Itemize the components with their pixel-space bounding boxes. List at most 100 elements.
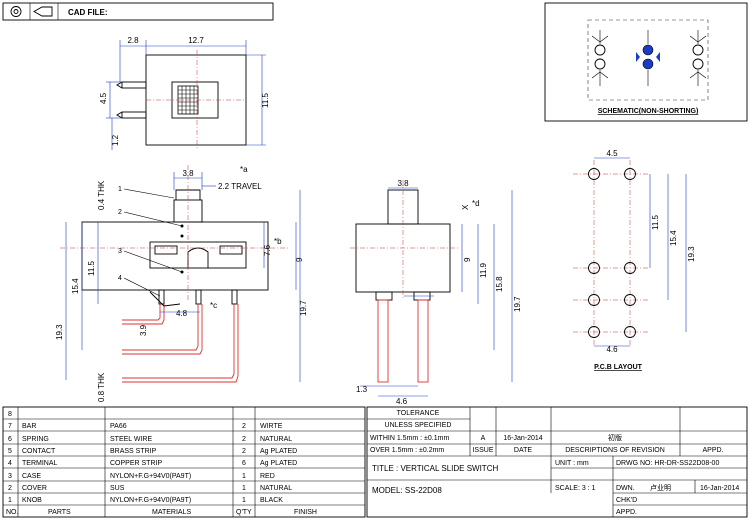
svg-text:NO.: NO.	[6, 509, 19, 516]
dim-top-11-5: 11.5	[261, 92, 270, 108]
dim-pcb-4-5: 4.5	[606, 149, 618, 158]
dim-side-19-7: 19.7	[513, 296, 522, 312]
front-view: 1 2 3 4 3.8 2.2 TRAVEL *a 0.4 THK 7.6 *b…	[55, 165, 308, 402]
svg-text:Q'TY: Q'TY	[236, 509, 252, 516]
date-label: DATE	[514, 447, 532, 454]
dim-front-11-5: 11.5	[87, 260, 96, 276]
svg-text:1: 1	[242, 485, 246, 492]
note-c: *c	[210, 301, 217, 310]
contact-open-icon	[594, 44, 606, 56]
callout-1: 1	[118, 186, 122, 193]
svg-text:Ag PLATED: Ag PLATED	[260, 448, 297, 455]
svg-text:BAR: BAR	[22, 423, 36, 430]
dim-top-1-2: 1.2	[111, 134, 120, 146]
svg-text:1: 1	[8, 497, 12, 504]
svg-text:2: 2	[242, 423, 246, 430]
pcb-label: P.C.B LAYOUT	[594, 364, 643, 371]
dim-side-9: 9	[463, 257, 472, 262]
dim-pcb-4-6: 4.6	[606, 345, 618, 354]
dim-pcb-19-3: 19.3	[687, 246, 696, 262]
svg-text:NYLON+F.G+94V0(PA9T): NYLON+F.G+94V0(PA9T)	[110, 497, 191, 504]
svg-text:NATURAL: NATURAL	[260, 485, 292, 492]
dim-front-19-7: 19.7	[299, 300, 308, 316]
svg-text:2: 2	[242, 448, 246, 455]
cad-header: CAD FILE:	[2, 2, 274, 21]
dwn-label: DWN.	[616, 485, 635, 492]
side-view: 3.8 X *d 9 11.9 15.8 19.7 1.3 4.6	[350, 179, 522, 406]
schematic-panel: SCHEMATIC(NON-SHORTING)	[544, 2, 748, 122]
svg-text:3: 3	[8, 473, 12, 480]
bom-header: NO. PARTS MATERIALS Q'TY FINISH	[6, 509, 317, 516]
tolerance-over: OVER 1.5mm : ±0.2mm	[370, 447, 444, 454]
svg-text:KNOB: KNOB	[22, 497, 42, 504]
svg-text:CASE: CASE	[22, 473, 41, 480]
dim-side-x: X	[461, 204, 470, 210]
svg-text:COVER: COVER	[22, 485, 47, 492]
unless-specified: UNLESS SPECIFIED	[385, 422, 452, 429]
svg-text:RED: RED	[260, 473, 275, 480]
model-label: MODEL: SS-22D08	[372, 486, 442, 495]
cad-file-label: CAD FILE:	[68, 8, 108, 17]
drawing-title: TITLE : VERTICAL SLIDE SWITCH	[372, 464, 498, 473]
svg-text:1: 1	[242, 497, 246, 504]
schematic-label: SCHEMATIC(NON-SHORTING)	[598, 108, 699, 115]
note-a: *a	[240, 165, 248, 174]
svg-text:NATURAL: NATURAL	[260, 436, 292, 443]
unit-label: UNIT : mm	[555, 460, 589, 467]
dim-top-12-7: 12.7	[188, 36, 204, 45]
title-block: TOLERANCE UNLESS SPECIFIED WITHIN 1.5mm …	[366, 406, 748, 518]
svg-text:Ag PLATED: Ag PLATED	[260, 460, 297, 467]
callout-3: 3	[118, 248, 122, 255]
tolerance-within: WITHIN 1.5mm : ±0.1mm	[370, 435, 449, 442]
bom-row: 5 CONTACT BRASS STRIP 2 Ag PLATED	[8, 448, 297, 455]
bom-row: 3 CASE NYLON+F.G+94V0(PA9T) 1 RED	[8, 473, 275, 480]
rev-letter: A	[481, 435, 486, 442]
dim-front-3-9: 3.9	[139, 324, 148, 336]
bom-table: 8 7 BAR PA66 2 WIRTE 6 SPRING STEEL WIRE…	[2, 406, 366, 518]
dim-pcb-11-5: 11.5	[651, 214, 660, 230]
dim-front-7-6: 7.6	[263, 244, 272, 256]
note-d: *d	[472, 199, 480, 208]
svg-text:WIRTE: WIRTE	[260, 423, 283, 430]
drawing-number: DRWG NO: HR-DR-SS22D08-00	[616, 460, 719, 467]
bom-row: 7 BAR PA66 2 WIRTE	[8, 423, 283, 430]
svg-text:SUS: SUS	[110, 485, 125, 492]
projection-cone-icon	[33, 6, 53, 17]
svg-text:2: 2	[8, 485, 12, 492]
svg-text:PA66: PA66	[110, 423, 127, 430]
svg-text:NYLON+F.G+94V0(PA9T): NYLON+F.G+94V0(PA9T)	[110, 473, 191, 480]
bom-row-8: 8	[8, 411, 12, 418]
svg-text:6: 6	[8, 436, 12, 443]
svg-text:4: 4	[8, 460, 12, 467]
thk-top: 0.4 THK	[97, 180, 106, 210]
svg-text:TERMINAL: TERMINAL	[22, 460, 58, 467]
bom-row: 1 KNOB NYLON+F.G+94V0(PA9T) 1 BLACK	[8, 497, 283, 504]
bom-row: 2 COVER SUS 1 NATURAL	[8, 485, 292, 492]
svg-text:MATERIALS: MATERIALS	[152, 509, 191, 516]
appd2-label: APPD.	[616, 509, 637, 516]
svg-text:BLACK: BLACK	[260, 497, 283, 504]
note-b: *b	[274, 237, 282, 246]
callout-2: 2	[118, 209, 122, 216]
projection-circle-icon	[10, 6, 22, 17]
dim-front-19-3: 19.3	[55, 324, 64, 340]
rev-date: 16-Jan-2014	[503, 435, 542, 442]
svg-text:FINISH: FINISH	[294, 509, 317, 516]
desc-label: DESCRIPTIONS OF REVISION	[565, 447, 665, 454]
svg-text:SPRING: SPRING	[22, 436, 49, 443]
chkd-label: CHK'D	[616, 497, 637, 504]
contact-closed-icon	[642, 44, 654, 56]
thk-bottom: 0.8 THK	[97, 372, 106, 402]
svg-text:COPPER STRIP: COPPER STRIP	[110, 460, 162, 467]
dim-front-4-8: 4.8	[176, 309, 188, 318]
appd-label: APPD.	[702, 447, 723, 454]
dim-front-3-8: 3.8	[182, 169, 194, 178]
bom-row: 6 SPRING STEEL WIRE 2 NATURAL	[8, 436, 292, 443]
svg-text:6: 6	[242, 460, 246, 467]
dim-front-9: 9	[295, 257, 304, 262]
dim-front-15-4: 15.4	[71, 278, 80, 294]
dim-side-15-8: 15.8	[495, 276, 504, 292]
issue-label: ISSUE	[472, 447, 493, 454]
svg-text:CONTACT: CONTACT	[22, 448, 56, 455]
